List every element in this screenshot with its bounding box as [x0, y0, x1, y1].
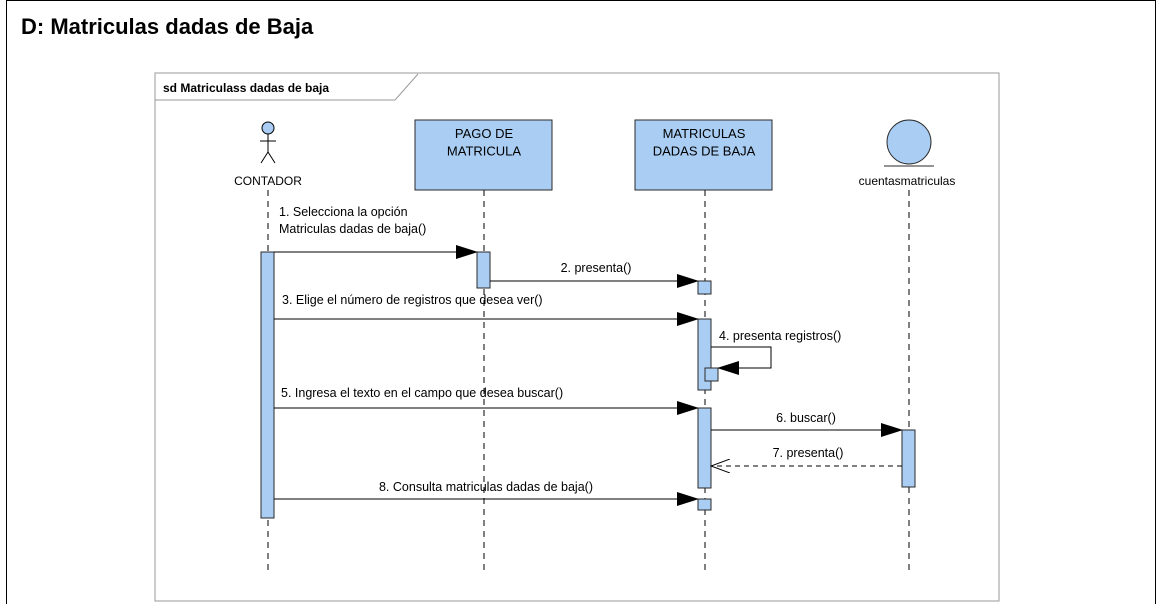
message-6[interactable]: 6. buscar(): [711, 411, 903, 437]
activation-bar: [901, 429, 916, 488]
message-3[interactable]: 3. Elige el número de registros que dese…: [274, 293, 699, 326]
participant-cuentas[interactable]: cuentasmatriculas: [859, 119, 956, 188]
activation-bar: [697, 498, 712, 511]
sd-frame-label: sd Matriculass dadas de baja: [163, 81, 329, 95]
message-label-5: 5. Ingresa el texto en el campo que dese…: [281, 386, 563, 400]
message-label-6: 6. buscar(): [776, 411, 836, 425]
page-title: D: Matriculas dadas de Baja: [21, 14, 314, 39]
sd-frame: [154, 72, 1000, 602]
message-2[interactable]: 2. presenta(): [490, 261, 699, 288]
activation-bar: [260, 251, 275, 519]
participant-label-contador: CONTADOR: [234, 174, 302, 188]
activation-bar: [476, 251, 491, 289]
participant-label-cuentas: cuentasmatriculas: [859, 174, 956, 188]
entity-circle-icon: [884, 119, 934, 167]
message-label-2: 2. presenta(): [561, 261, 632, 275]
sd-frame-tab: [154, 73, 419, 101]
page-frame: [6, 0, 1156, 604]
message-label-4: 4. presenta registros(): [719, 329, 841, 343]
participant-box-matriculas: [634, 119, 773, 191]
message-label-7: 7. presenta(): [773, 446, 844, 460]
message-8[interactable]: 8. Consulta matriculas dadas de baja(): [274, 480, 699, 506]
message-5[interactable]: 5. Ingresa el texto en el campo que dese…: [274, 386, 699, 415]
activation-bar: [697, 407, 712, 489]
message-4[interactable]: 4. presenta registros(): [711, 329, 841, 375]
participant-box-pago: [414, 119, 553, 191]
message-label-3: 3. Elige el número de registros que dese…: [282, 293, 543, 307]
activation-bar: [697, 280, 712, 295]
message-label-8: 8. Consulta matriculas dadas de baja(): [379, 480, 593, 494]
activation-bar: [704, 367, 719, 382]
actor-stick-figure-icon: [260, 121, 276, 164]
participant-contador[interactable]: CONTADOR: [234, 121, 302, 188]
message-7[interactable]: 7. presenta(): [711, 446, 902, 466]
